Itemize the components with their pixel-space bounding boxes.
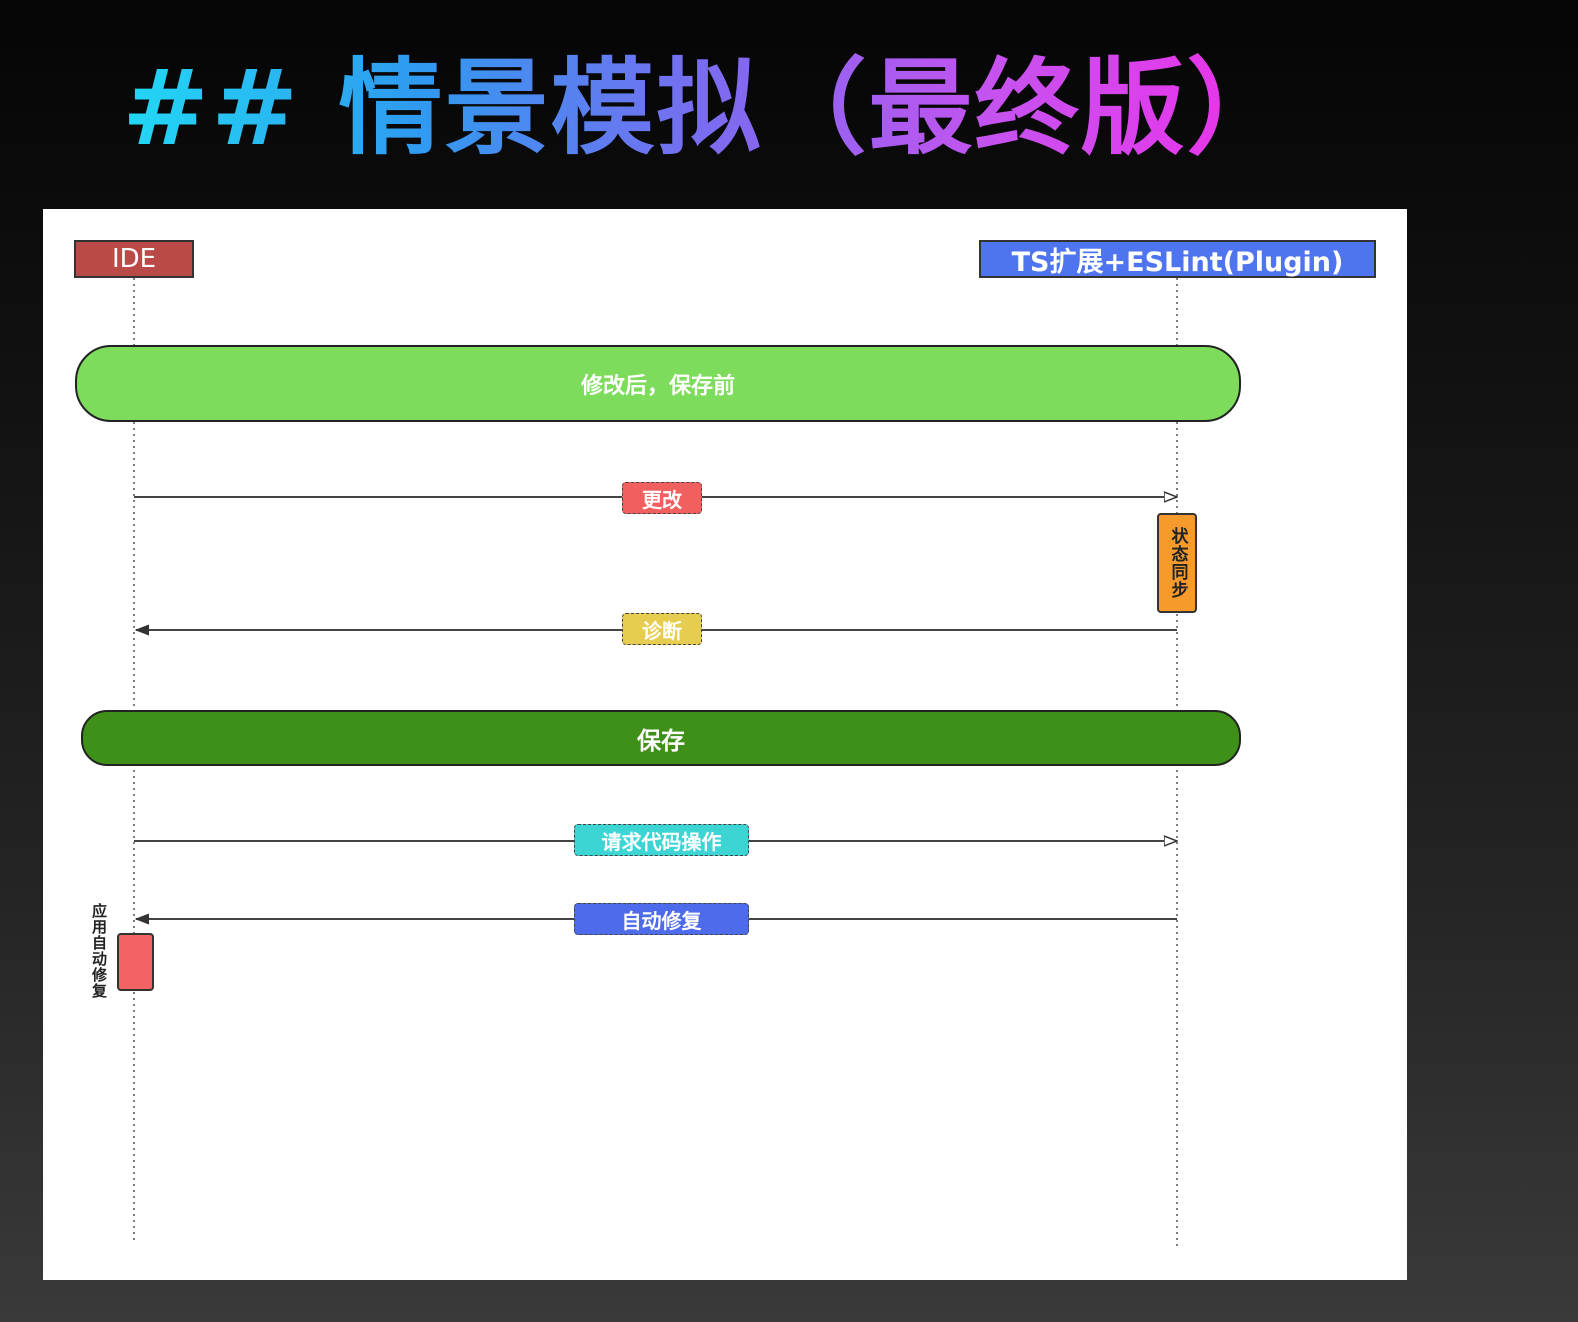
participant-ide: IDE	[74, 240, 194, 278]
message-request-code-action-label: 请求代码操作	[574, 824, 749, 856]
activation-apply-auto-fix	[117, 933, 154, 991]
phase-save: 保存	[81, 710, 1241, 766]
activation-state-sync: 状态同步	[1157, 513, 1197, 613]
message-change-label: 更改	[622, 482, 702, 514]
message-diagnostics-label: 诊断	[622, 613, 702, 645]
page-title: ## 情景模拟（最终版）	[122, 38, 1293, 178]
phase-before-save: 修改后，保存前	[75, 345, 1241, 422]
participant-ts-eslint: TS扩展+ESLint(Plugin)	[979, 240, 1376, 278]
sequence-diagram: IDE TS扩展+ESLint(Plugin) 修改后，保存前 保存 更改 诊断…	[43, 209, 1407, 1280]
message-auto-fix-label: 自动修复	[574, 903, 749, 935]
activation-apply-auto-fix-label: 应用自动修复	[90, 903, 108, 999]
